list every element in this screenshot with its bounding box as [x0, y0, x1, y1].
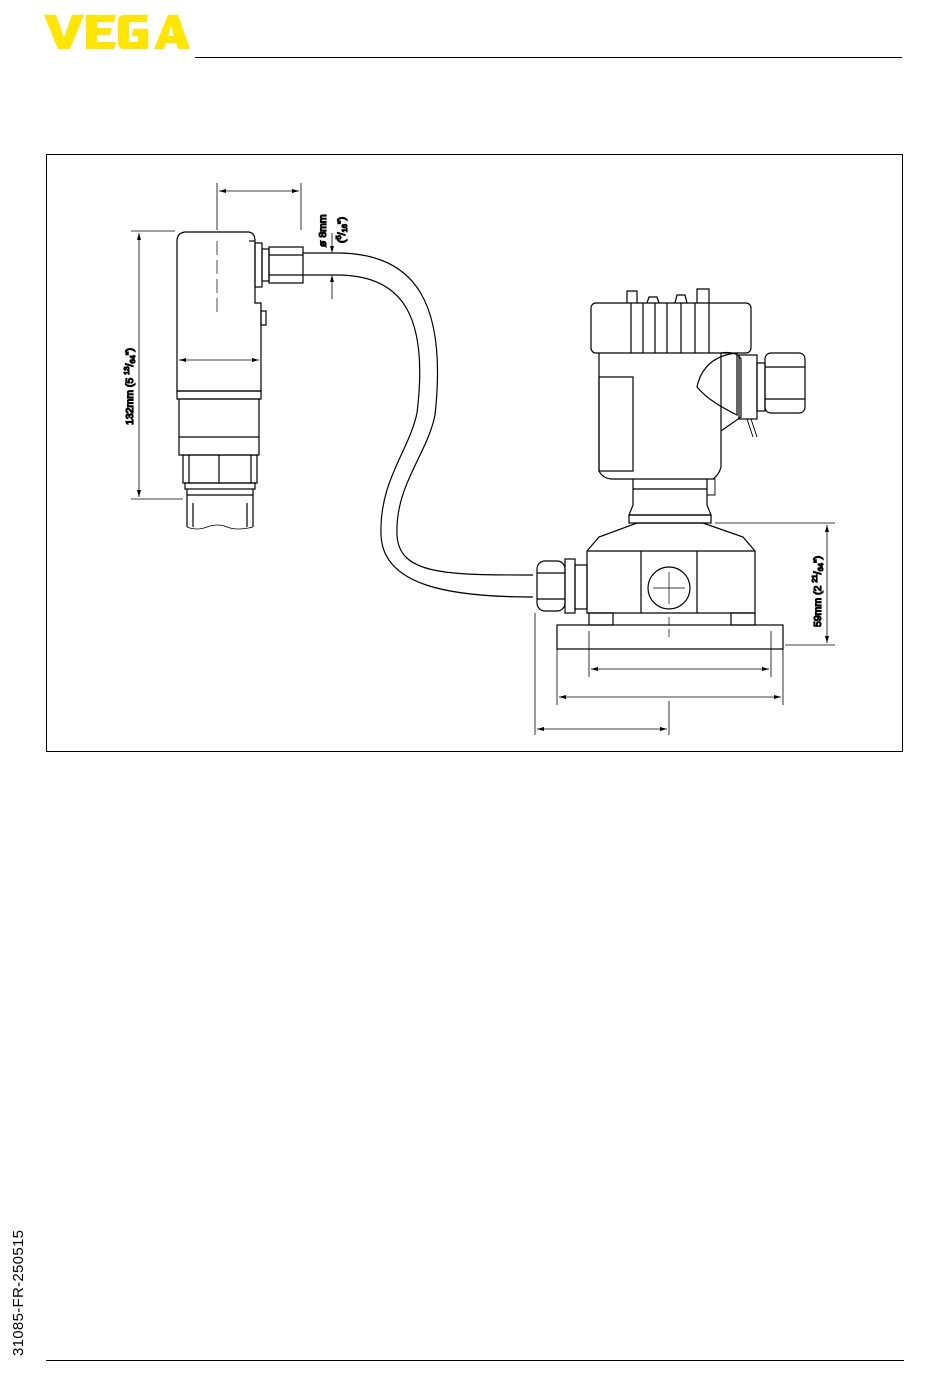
dimension-drawing-frame: 132mm (5 13/64") ø 8mm (5/16") — [46, 154, 903, 752]
document-id: 31085-FR-250515 — [10, 1230, 27, 1356]
dim-label-cable-diameter: ø 8mm — [317, 214, 329, 247]
dim-label-sensor-height: 132mm (5 13/64") — [122, 348, 137, 425]
vega-logo-mark — [44, 15, 190, 49]
header-rule — [195, 57, 902, 58]
dim-label-cable-diameter-inch: (5/16") — [334, 217, 349, 243]
footer-rule — [46, 1360, 904, 1361]
sensor-unit — [131, 183, 303, 529]
connection-cable — [303, 233, 533, 597]
electronics-housing — [535, 289, 835, 735]
vega-logo — [44, 14, 190, 50]
dimension-drawing: 132mm (5 13/64") ø 8mm (5/16") — [47, 155, 904, 753]
dim-label-housing-height: 59mm (2 21/64") — [810, 556, 825, 627]
